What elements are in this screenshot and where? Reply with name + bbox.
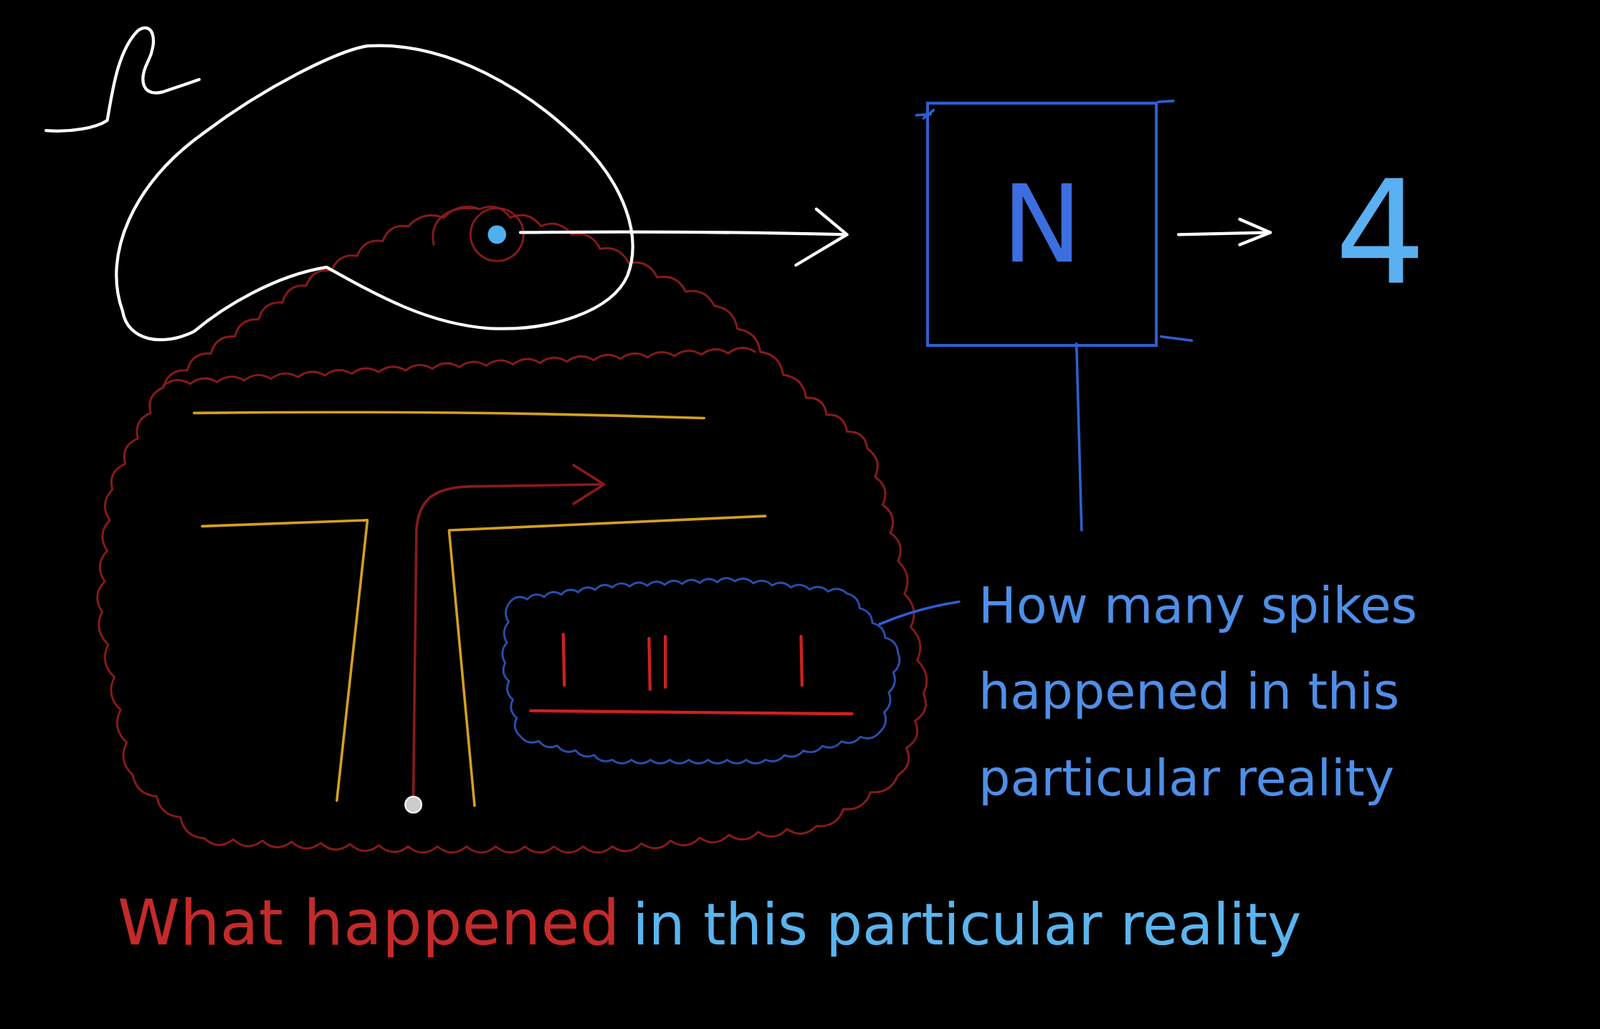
caption-row: What happenedin this particular reality	[117, 885, 1302, 962]
spike-note: How many spikes happened in this particu…	[978, 562, 1600, 822]
signal-arrow	[520, 232, 847, 236]
output-arrow	[1178, 232, 1271, 235]
spike-raster	[563, 634, 803, 690]
arrow-head	[1239, 219, 1271, 246]
count-value: 4	[1334, 161, 1426, 305]
cloud-inner-edge	[163, 348, 755, 386]
focus-ring	[470, 207, 524, 261]
trajectory	[413, 484, 603, 796]
neuron-dot	[488, 225, 507, 245]
start-dot	[405, 797, 422, 814]
node-label: N	[1001, 170, 1082, 279]
spike-cloud	[502, 578, 900, 764]
neuron-box: N	[926, 101, 1158, 347]
box-stem	[1076, 344, 1082, 531]
memory-cloud	[97, 206, 927, 853]
trajectory-head	[573, 465, 605, 504]
maze-top-wall	[194, 412, 705, 418]
arrow-head	[795, 209, 847, 266]
time-axis	[530, 711, 852, 714]
caption-red: What happened	[117, 885, 621, 962]
maze-left-wall	[202, 520, 368, 801]
brain-hook	[45, 27, 199, 132]
box-sketch-tips	[916, 101, 1192, 341]
brain-outline	[116, 45, 633, 341]
leader-line	[879, 602, 960, 625]
caption-blue: in this particular reality	[632, 891, 1302, 960]
